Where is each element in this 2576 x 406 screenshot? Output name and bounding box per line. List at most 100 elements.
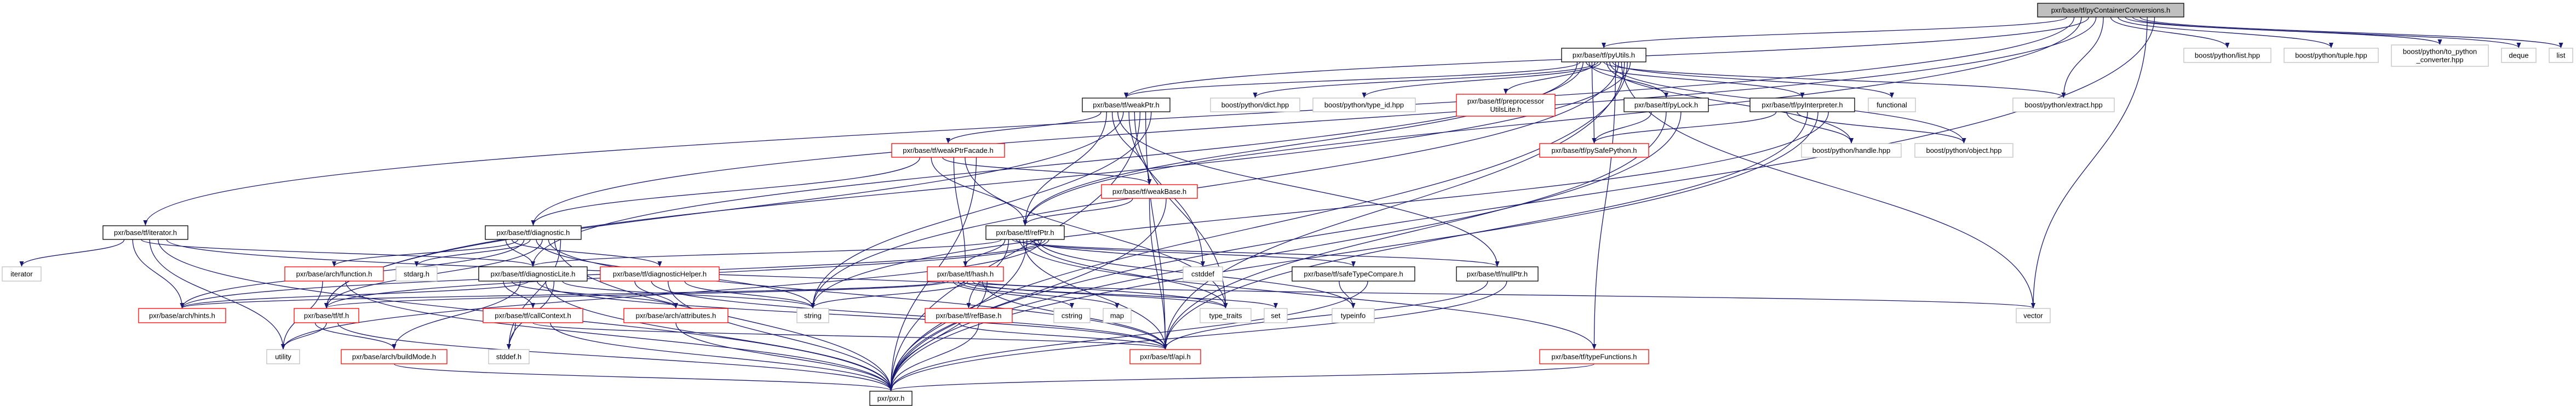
node-box[interactable] [1292,266,1415,282]
node-iteratorh[interactable]: pxr/base/tf/iterator.h [102,225,188,240]
node-box[interactable] [1539,143,1649,158]
edge-pyLock-to-pySafePython [1592,111,1652,144]
edge-diagLite-to-attributes [511,281,678,308]
node-box[interactable] [102,225,188,240]
node-box[interactable] [927,266,1004,282]
node-box[interactable] [138,308,226,323]
node-box [796,308,829,323]
node-map: map [1103,308,1132,323]
node-label: pxr/base/tf/diagnosticHelper.h [613,270,707,278]
node-box[interactable] [284,266,384,282]
node-hints[interactable]: pxr/base/arch/hints.h [138,308,226,323]
edge-root-to-list [2139,16,2563,48]
node-label: pxr/base/tf/pySafePython.h [1551,146,1637,155]
edge-weakPtr-to-weakPtrFacade [946,111,1101,144]
node-box[interactable] [1082,98,1171,112]
node-label: pxr/base/arch/hints.h [149,312,215,320]
node-diagHelper[interactable]: pxr/base/tf/diagnosticHelper.h [600,266,720,282]
node-box [1312,98,1416,112]
node-box[interactable] [1129,349,1201,364]
node-weakBase[interactable]: pxr/base/tf/weakBase.h [1101,184,1198,199]
node-label: boost/python/tuple.hpp [2295,52,2367,60]
node-diagLite[interactable]: pxr/base/tf/diagnosticLite.h [478,266,588,282]
node-box[interactable] [1561,48,1646,62]
node-label: pxr/base/tf/refBase.h [936,312,1002,320]
node-list: list [2549,48,2573,63]
node-pyUtils[interactable]: pxr/base/tf/pyUtils.h [1561,48,1646,62]
node-box[interactable] [1539,349,1649,364]
node-box[interactable] [869,391,913,406]
node-label: cstring [1062,312,1082,320]
edge-root-to-refPtr [1023,16,2082,226]
node-box[interactable] [341,349,447,364]
edge-pyInterp-to-pxr [888,111,1818,391]
node-box[interactable] [985,225,1065,240]
node-attributes[interactable]: pxr/base/arch/attributes.h [623,308,728,323]
node-api[interactable]: pxr/base/tf/api.h [1129,349,1201,364]
node-pyInterp[interactable]: pxr/base/tf/pyInterpreter.h [1749,98,1855,112]
node-callContext[interactable]: pxr/base/tf/callContext.h [483,308,583,323]
node-weakPtrFacade[interactable]: pxr/base/tf/weakPtrFacade.h [891,143,1005,158]
edge-pyUtils-to-pySafePython [1591,61,1597,144]
node-box[interactable] [1456,266,1539,282]
node-box[interactable] [483,308,583,323]
edge-refPtr-to-nullPtr [1012,239,1500,267]
edge-iteratorh-to-hints [132,239,185,308]
node-function[interactable]: pxr/base/arch/function.h [284,266,384,282]
node-box[interactable] [600,266,720,282]
node-box[interactable] [485,225,582,240]
node-label: string [804,312,822,320]
node-box[interactable] [891,143,1005,158]
node-tfh[interactable]: pxr/base/tf/tf.h [294,308,359,323]
node-root[interactable]: pxr/base/tf/pyContainerConversions.h [2037,3,2184,18]
node-box [1914,143,2013,158]
node-safeType[interactable]: pxr/base/tf/safeTypeCompare.h [1292,266,1415,282]
node-refPtr[interactable]: pxr/base/tf/refPtr.h [985,225,1065,240]
node-handle: boost/python/handle.hpp [1801,143,1902,158]
edge-pyUtils-to-string [811,61,1619,308]
node-box[interactable] [1456,94,1556,117]
edge-diagnostic-to-function [332,239,519,267]
node-hash[interactable]: pxr/base/tf/hash.h [927,266,1004,282]
edge-refBase-to-api [958,322,1168,350]
node-box[interactable] [1749,98,1855,112]
edge-diagLite-to-hints [180,281,529,308]
node-pxr[interactable]: pxr/pxr.h [869,391,913,406]
node-box[interactable] [2037,3,2184,18]
node-box[interactable] [478,266,588,282]
edge-weakPtr-to-string [811,111,1152,308]
node-diagnostic[interactable]: pxr/base/tf/diagnostic.h [485,225,582,240]
edge-callContext-to-api [532,322,1168,350]
node-typetraits: type_traits [1200,308,1252,323]
node-refBase[interactable]: pxr/base/tf/refBase.h [925,308,1013,323]
node-label: _converter.hpp [2416,56,2463,64]
edge-root-to-pyUtils [1602,16,2068,48]
edge-pyInterp-to-string [811,111,1829,308]
node-box[interactable] [294,308,359,323]
edge-pyUtils-to-pxr [888,61,1628,391]
node-pySafePython[interactable]: pxr/base/tf/pySafePython.h [1539,143,1649,158]
edge-diagHelper-to-api [651,281,1168,350]
node-box[interactable] [1101,184,1198,199]
node-label: cstddef [1191,270,1214,278]
edge-pyUtils-to-handle [1606,61,1854,144]
node-box[interactable] [623,308,728,323]
edge-weakPtr-to-weakBase [1111,111,1152,185]
node-box [1103,308,1132,323]
node-label: pxr/base/tf/diagnosticLite.h [491,270,576,278]
node-dict: boost/python/dict.hpp [1210,98,1300,112]
node-nullPtr[interactable]: pxr/base/tf/nullPtr.h [1456,266,1539,282]
node-box[interactable] [925,308,1013,323]
node-typeFunctions[interactable]: pxr/base/tf/typeFunctions.h [1539,349,1649,364]
node-buildMode[interactable]: pxr/base/arch/buildMode.h [341,349,447,364]
node-label: pxr/base/tf/callContext.h [495,312,571,320]
edge-hash-to-cstring [953,281,1074,308]
nodes-layer: pxr/base/tf/pyContainerConversions.h pxr/… [2,3,2573,406]
edge-hash-to-hints [180,281,944,308]
node-box[interactable] [1623,98,1709,112]
node-weakPtr[interactable]: pxr/base/tf/weakPtr.h [1082,98,1171,112]
node-pyLock[interactable]: pxr/base/tf/pyLock.h [1623,98,1709,112]
node-label: pxr/base/arch/function.h [296,270,372,278]
edge-pyInterp-to-pySafePython [1592,111,1777,144]
